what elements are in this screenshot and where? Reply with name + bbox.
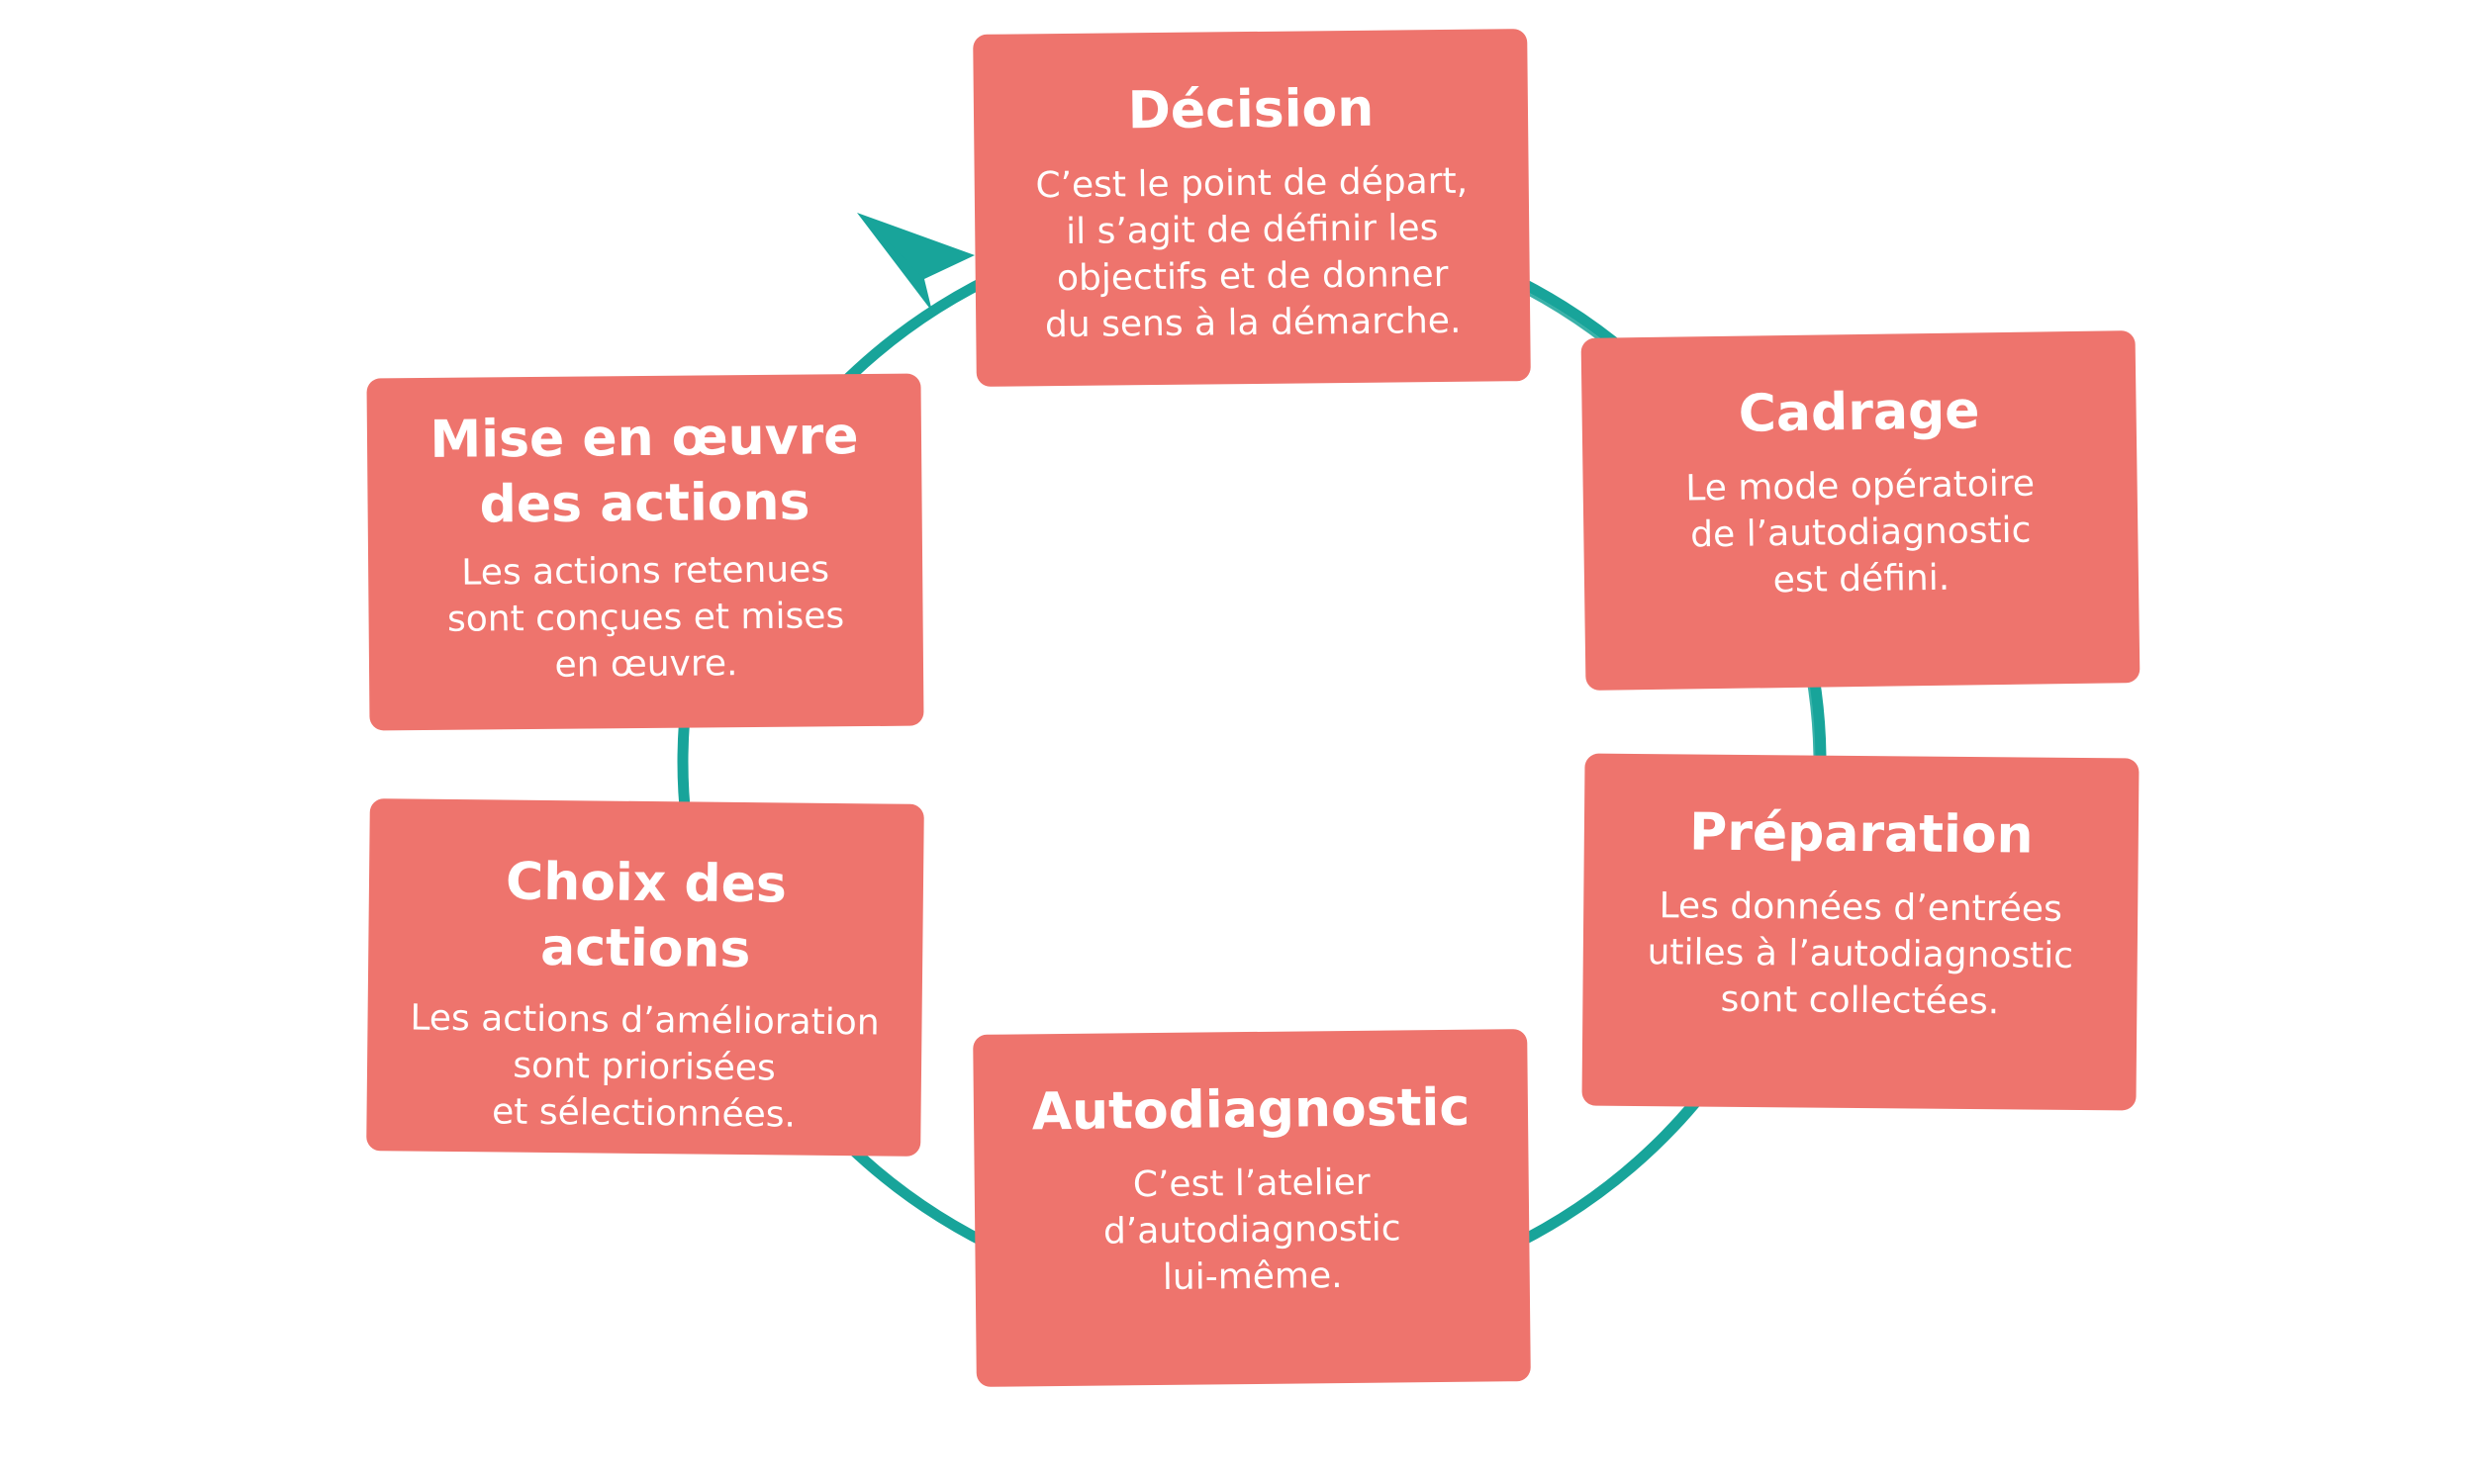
step-autodiagnostic: Autodiagnostic C’est l’atelier d’autodia… xyxy=(973,1029,1531,1387)
step-description: Les données d’entrées utiles à l’autodia… xyxy=(1647,885,2074,1023)
step-description: Le mode opératoire de l’autodiagnostic e… xyxy=(1685,463,2036,602)
step-title: Décision xyxy=(1127,78,1375,141)
step-description: Les actions retenues sont conçues et mis… xyxy=(446,549,845,686)
step-title: Préparation xyxy=(1688,802,2034,866)
step-mise-en-oeuvre: Mise en œuvre des actions Les actions re… xyxy=(366,373,924,731)
step-description: C’est l’atelier d’autodiagnostic lui-mêm… xyxy=(1102,1161,1401,1298)
step-title: Cadrage xyxy=(1738,381,1980,444)
step-cadrage: Cadrage Le mode opératoire de l’autodiag… xyxy=(1580,330,2141,691)
step-title: Choix des actions xyxy=(505,852,788,980)
step-description: C’est le point de départ, il s’agit de d… xyxy=(1035,160,1469,346)
step-title: Mise en œuvre des actions xyxy=(429,407,859,535)
arrowhead-icon xyxy=(857,213,975,312)
step-description: Les actions d’amélioration sont priorisé… xyxy=(410,997,880,1136)
step-preparation: Préparation Les données d’entrées utiles… xyxy=(1581,753,2140,1111)
step-choix-des-actions: Choix des actions Les actions d’améliora… xyxy=(366,798,924,1157)
step-title: Autodiagnostic xyxy=(1031,1077,1471,1143)
step-decision: Décision C’est le point de départ, il s’… xyxy=(973,29,1531,387)
